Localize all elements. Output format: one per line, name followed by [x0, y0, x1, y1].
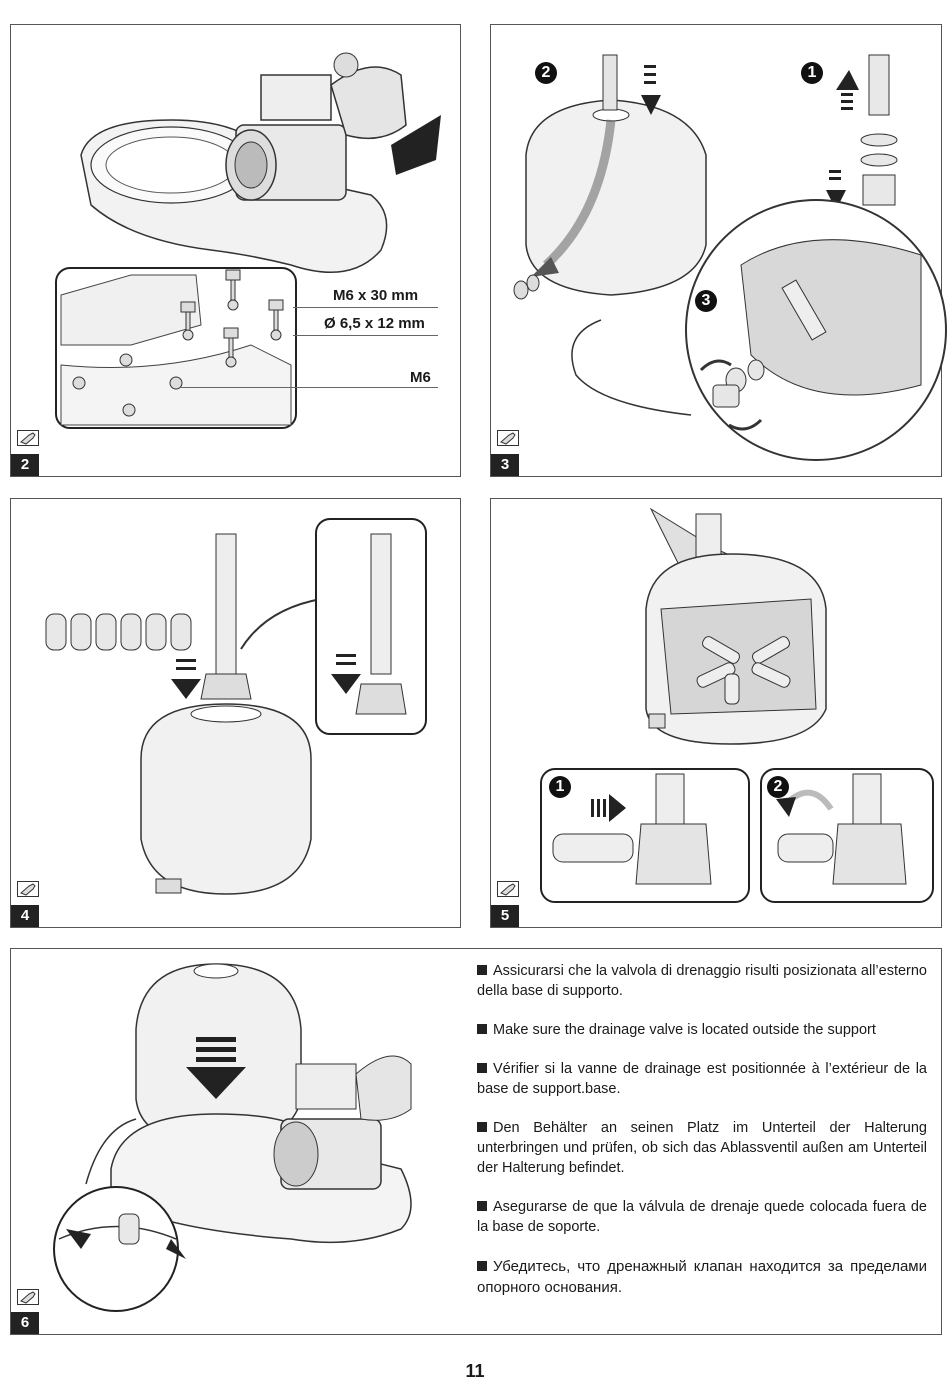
square-bullet-icon — [477, 1063, 487, 1073]
screwdriver-icon — [497, 430, 519, 446]
step-number: 2 — [11, 454, 39, 476]
tank-pipe-illustration — [45, 518, 427, 895]
square-bullet-icon — [477, 1122, 487, 1132]
screwdriver-icon — [17, 1289, 39, 1305]
right-arrow-icon — [591, 794, 626, 822]
screwdriver-icon — [17, 881, 39, 897]
square-bullet-icon — [477, 1024, 487, 1034]
laterals-install-illustration — [540, 507, 934, 903]
tank-on-base-illustration — [53, 963, 412, 1312]
step-panel-6: Assicurarsi che la valvola di drenaggio … — [10, 948, 942, 1335]
down-arrow-icon — [186, 1037, 246, 1099]
step-panel-4: 4 — [10, 498, 461, 928]
step-number: 6 — [11, 1312, 39, 1334]
up-arrow-icon — [836, 70, 859, 110]
step-number: 4 — [11, 905, 39, 927]
step-number: 5 — [491, 905, 519, 927]
step-panel-5: 1 2 5 — [490, 498, 942, 928]
square-bullet-icon — [477, 1201, 487, 1211]
down-arrow-icon — [391, 115, 441, 175]
drain-arrow-icon — [66, 1229, 186, 1259]
screwdriver-icon — [497, 881, 519, 897]
down-arrow-icon — [171, 659, 201, 699]
instruction-list: Assicurarsi che la valvola di drenaggio … — [477, 961, 927, 1317]
instruction-it: Assicurarsi che la valvola di drenaggio … — [477, 963, 927, 999]
instruction-ru: Убедитесь, что дренажный клапан находитс… — [477, 1258, 927, 1296]
bolt-size-label: M6 x 30 mm — [333, 287, 419, 304]
callout-3: 3 — [695, 290, 717, 312]
instruction-fr: Vérifier si la vanne de drainage est pos… — [477, 1061, 927, 1097]
callout-2: 2 — [767, 776, 789, 798]
tank-collector-illustration — [513, 54, 947, 461]
step-number: 3 — [491, 454, 519, 476]
callout-1: 1 — [549, 776, 571, 798]
instruction-de: Den Behälter an seinen Platz im Untertei… — [477, 1120, 927, 1176]
step-panel-2: M6 x 30 mm Ø 6,5 x 12 mm M6 2 — [10, 24, 461, 477]
page-number: 11 — [465, 1361, 485, 1381]
screwdriver-icon — [17, 430, 39, 446]
rotate-arrow-icon — [776, 797, 796, 817]
down-arrow-icon — [641, 65, 846, 210]
pump-base-illustration — [55, 52, 441, 429]
callout-1: 1 — [801, 62, 823, 84]
square-bullet-icon — [477, 1261, 487, 1271]
down-arrow-icon — [331, 654, 361, 694]
callout-2: 2 — [535, 62, 557, 84]
nut-size-label: M6 — [410, 369, 431, 386]
instruction-es: Asegurarse de que la válvula de drenaje … — [477, 1199, 927, 1235]
square-bullet-icon — [477, 965, 487, 975]
washer-size-label: Ø 6,5 x 12 mm — [324, 315, 425, 332]
instruction-en: Make sure the drainage valve is located … — [477, 1020, 927, 1040]
step-panel-3: 2 1 3 3 — [490, 24, 947, 477]
